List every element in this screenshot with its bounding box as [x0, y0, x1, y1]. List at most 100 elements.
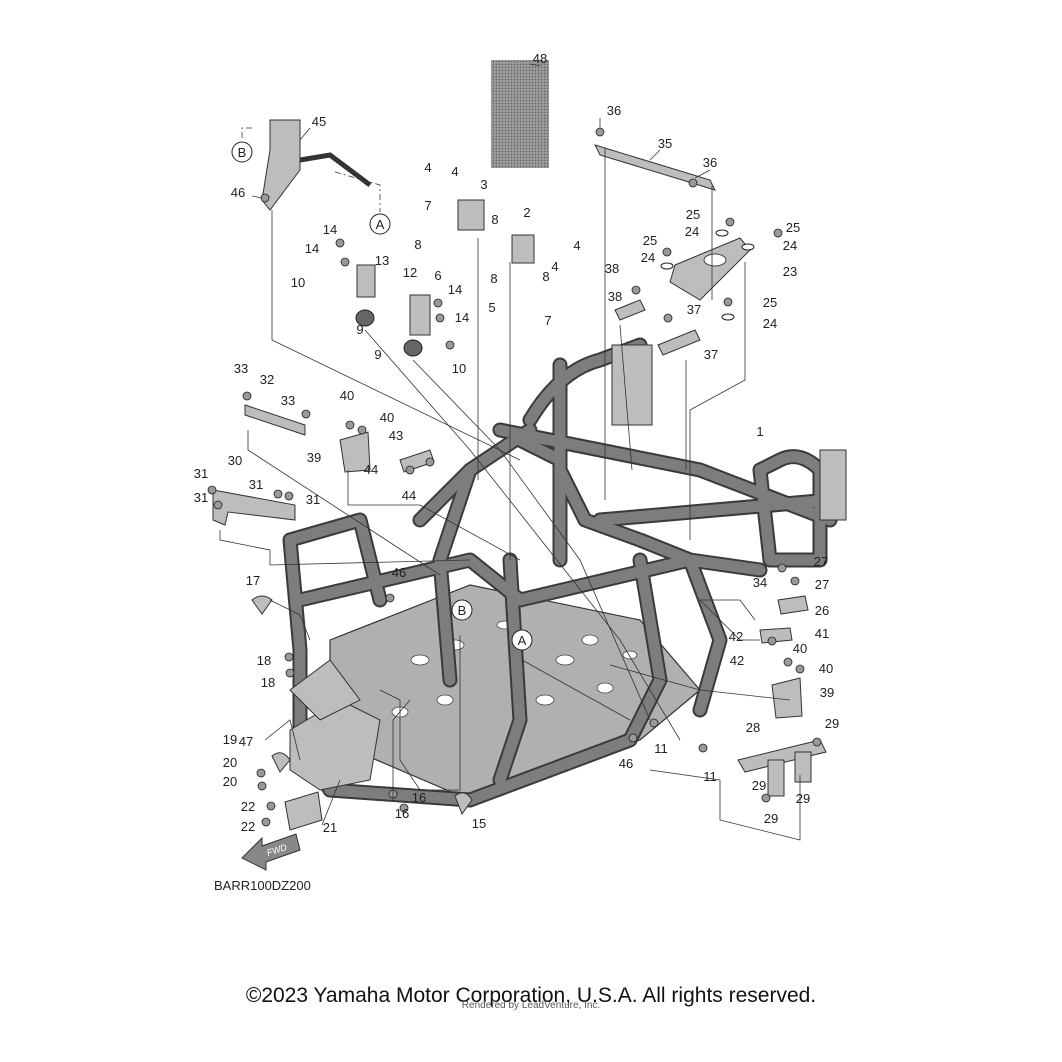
callout-22: 22: [241, 799, 255, 814]
callout-40: 40: [380, 410, 394, 425]
callout-12: 12: [403, 265, 417, 280]
callout-9: 9: [356, 322, 363, 337]
callout-44: 44: [402, 488, 416, 503]
callout-26: 26: [815, 603, 829, 618]
callout-27: 27: [814, 554, 828, 569]
callout-8: 8: [542, 269, 549, 284]
callout-4: 4: [424, 160, 431, 175]
callout-24: 24: [685, 224, 699, 239]
callout-24: 24: [641, 250, 655, 265]
callout-29: 29: [825, 716, 839, 731]
callout-30: 30: [228, 453, 242, 468]
callout-23: 23: [783, 264, 797, 279]
callout-14: 14: [455, 310, 469, 325]
callout-8: 8: [491, 212, 498, 227]
callout-14: 14: [305, 241, 319, 256]
callout-31: 31: [249, 477, 263, 492]
callout-39: 39: [307, 450, 321, 465]
callout-25: 25: [786, 220, 800, 235]
callout-36: 36: [703, 155, 717, 170]
callout-13: 13: [375, 253, 389, 268]
callout-21: 21: [323, 820, 337, 835]
callout-33: 33: [234, 361, 248, 376]
callout-48: 48: [533, 51, 547, 66]
callout-15: 15: [472, 816, 486, 831]
callout-3: 3: [480, 177, 487, 192]
callout-29: 29: [764, 811, 778, 826]
callout-19: 19: [223, 732, 237, 747]
callout-24: 24: [763, 316, 777, 331]
copyright-notice: ©2023 Yamaha Motor Corporation, U.S.A. A…: [245, 984, 817, 1007]
callout-31: 31: [306, 492, 320, 507]
callout-4: 4: [451, 164, 458, 179]
callout-8: 8: [490, 271, 497, 286]
callout-33: 33: [281, 393, 295, 408]
callout-18: 18: [257, 653, 271, 668]
callout-29: 29: [752, 778, 766, 793]
callout-7: 7: [424, 198, 431, 213]
small-parts: FWD: [207, 119, 827, 871]
callout-2: 2: [523, 205, 530, 220]
callout-38: 38: [605, 261, 619, 276]
callout-40: 40: [819, 661, 833, 676]
callout-37: 37: [704, 347, 718, 362]
callout-A: A: [376, 217, 385, 232]
callout-43: 43: [389, 428, 403, 443]
callout-4: 4: [573, 238, 580, 253]
callout-31: 31: [194, 466, 208, 481]
callout-5: 5: [488, 300, 495, 315]
callout-20: 20: [223, 755, 237, 770]
callout-25: 25: [763, 295, 777, 310]
callout-45: 45: [312, 114, 326, 129]
callout-6: 6: [434, 268, 441, 283]
callout-1: 1: [756, 424, 763, 439]
callout-39: 39: [820, 685, 834, 700]
callout-32: 32: [260, 372, 274, 387]
callout-17: 17: [246, 573, 260, 588]
callout-16: 16: [412, 790, 426, 805]
callout-29: 29: [796, 791, 810, 806]
leader-lines: [219, 63, 801, 841]
reference-circles: [231, 141, 533, 651]
callout-B: B: [458, 603, 467, 618]
callout-B: B: [238, 145, 247, 160]
rendered-by-note: Rendered by LeadVenture, Inc.: [461, 1000, 601, 1011]
callout-14: 14: [323, 222, 337, 237]
callout-25: 25: [686, 207, 700, 222]
diagram-code: BARR100DZ200: [214, 878, 311, 893]
callout-11: 11: [654, 741, 668, 756]
callout-4: 4: [551, 259, 558, 274]
callout-14: 14: [448, 282, 462, 297]
callout-24: 24: [783, 238, 797, 253]
callout-40: 40: [340, 388, 354, 403]
callout-47: 47: [239, 734, 253, 749]
main-frame: [282, 337, 847, 808]
callout-A: A: [518, 633, 527, 648]
callout-28: 28: [746, 720, 760, 735]
callout-25: 25: [643, 233, 657, 248]
callout-31: 31: [194, 490, 208, 505]
callout-34: 34: [753, 575, 767, 590]
callout-7: 7: [544, 313, 551, 328]
callout-42: 42: [729, 629, 743, 644]
callout-37: 37: [687, 302, 701, 317]
callout-8: 8: [414, 237, 421, 252]
callout-11: 11: [703, 769, 717, 784]
callout-20: 20: [223, 774, 237, 789]
callout-16: 16: [395, 806, 409, 821]
callout-46: 46: [231, 185, 245, 200]
callout-46: 46: [392, 565, 406, 580]
callout-18: 18: [261, 675, 275, 690]
callout-40: 40: [793, 641, 807, 656]
callout-42: 42: [730, 653, 744, 668]
callout-9: 9: [374, 347, 381, 362]
callout-36: 36: [607, 103, 621, 118]
callout-27: 27: [815, 577, 829, 592]
callout-22: 22: [241, 819, 255, 834]
callout-38: 38: [608, 289, 622, 304]
callout-10: 10: [291, 275, 305, 290]
callout-46: 46: [619, 756, 633, 771]
callout-41: 41: [815, 626, 829, 641]
